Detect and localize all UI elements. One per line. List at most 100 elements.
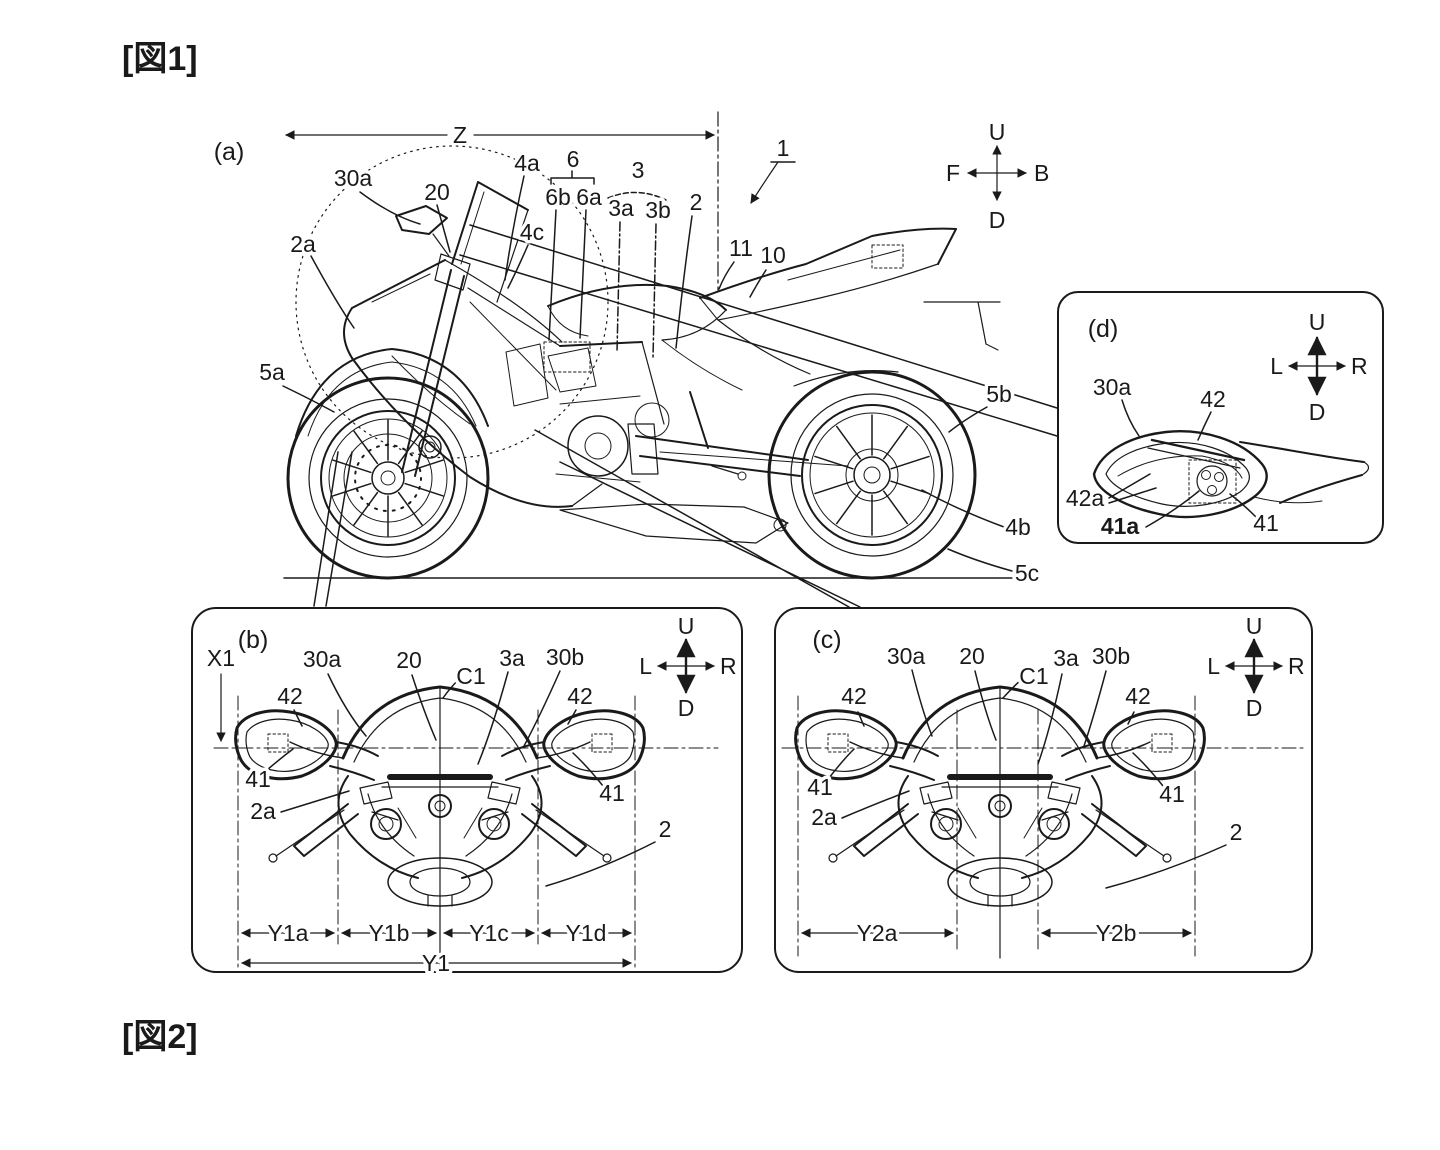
label-41-right: 41 xyxy=(1159,781,1185,807)
dimension-y1b: Y1b xyxy=(369,920,410,946)
orientation-compass-b: U D L R xyxy=(636,610,740,725)
label-20: 20 xyxy=(424,179,450,205)
dimension-z-label: Z xyxy=(453,122,467,148)
label-2: 2 xyxy=(690,189,703,215)
x1-reference: X1 xyxy=(203,642,239,742)
view-cone-lines xyxy=(313,224,1058,608)
label-3b: 3b xyxy=(645,197,671,223)
label-2a: 2a xyxy=(290,231,316,257)
panel-b-border xyxy=(191,607,743,973)
panel-c-dimensions: Y2a Y2b xyxy=(801,917,1192,950)
label-x1: X1 xyxy=(207,645,235,671)
label-42-left: 42 xyxy=(277,683,303,709)
compass-right: R xyxy=(1288,653,1305,679)
label-1: 1 xyxy=(777,135,790,161)
label-6: 6 xyxy=(567,146,580,172)
label-4c: 4c xyxy=(520,219,544,245)
compass-down: D xyxy=(1309,399,1326,425)
panel-a-tag: (a) xyxy=(214,138,245,166)
label-42-right: 42 xyxy=(1125,683,1151,709)
dimension-y1: Y1 xyxy=(422,950,450,976)
motorcycle-side-view-drawing xyxy=(283,145,1013,580)
fuel-tank xyxy=(547,283,727,341)
label-30a: 30a xyxy=(303,646,342,672)
panel-b-construction-lines xyxy=(213,687,719,969)
label-42-right: 42 xyxy=(567,683,593,709)
compass-left: L xyxy=(1207,653,1220,679)
panel-b-front-view: (b) X1 30a 20 xyxy=(191,607,743,980)
label-20: 20 xyxy=(959,643,985,669)
seat-and-tail xyxy=(661,227,1001,391)
label-3a: 3a xyxy=(499,645,525,671)
panel-c-construction-lines xyxy=(781,687,1307,959)
label-41-left: 41 xyxy=(807,774,833,800)
label-42a: 42a xyxy=(1066,485,1105,511)
compass-down: D xyxy=(989,207,1006,233)
swingarm-and-shock xyxy=(627,391,849,477)
panel-d-mirror-detail: (d) 30a 42 42a xyxy=(1057,291,1384,544)
label-20: 20 xyxy=(396,647,422,673)
dimension-z: Z xyxy=(285,119,715,152)
panel-a-labels: 30a 20 2a 4a 4c 6 6b 6a 3 3a 3b 2 11 10 … xyxy=(256,132,1043,590)
label-4b: 4b xyxy=(1005,514,1031,540)
panel-c-labels: 30a 20 C1 3a 30b 42 42 41 41 2a 2 xyxy=(804,640,1246,849)
compass-up: U xyxy=(678,613,695,639)
label-2a: 2a xyxy=(250,798,276,824)
exhaust xyxy=(559,503,789,544)
label-2a: 2a xyxy=(811,804,837,830)
panel-d-labels: 30a 42 42a 41a 41 xyxy=(1062,371,1282,543)
figure-2-title: [図2] xyxy=(122,1018,198,1056)
panel-d-leader-lines xyxy=(1108,399,1258,528)
compass-down: D xyxy=(1246,695,1263,721)
label-30b: 30b xyxy=(546,644,584,670)
panel-c-border xyxy=(774,607,1313,973)
label-c1: C1 xyxy=(1019,663,1048,689)
label-4a: 4a xyxy=(514,150,540,176)
label-5c: 5c xyxy=(1015,560,1039,586)
label-30a: 30a xyxy=(887,643,926,669)
label-c1: C1 xyxy=(456,663,485,689)
mirror xyxy=(395,205,450,257)
label-30a: 30a xyxy=(334,165,373,191)
orientation-compass-d: U D L R xyxy=(1267,306,1371,429)
panel-b-tag: (b) xyxy=(238,626,269,654)
front-wheel xyxy=(286,376,490,580)
label-41-right: 41 xyxy=(599,780,625,806)
compass-right: R xyxy=(720,653,737,679)
panel-b-labels: 30a 20 C1 3a 30b 42 42 41 41 2a 2 xyxy=(242,641,675,846)
compass-front: F xyxy=(946,160,960,186)
rear-dotted-rect xyxy=(871,244,904,269)
label-41-left: 41 xyxy=(245,766,271,792)
label-2: 2 xyxy=(659,816,672,842)
dimension-y2a: Y2a xyxy=(857,920,898,946)
compass-left: L xyxy=(639,653,652,679)
label-3: 3 xyxy=(632,157,645,183)
label-3a: 3a xyxy=(1053,645,1079,671)
compass-left: L xyxy=(1270,353,1283,379)
front-fairing xyxy=(343,259,603,508)
mirror-detail-drawing xyxy=(1092,430,1370,519)
label-6b: 6b xyxy=(545,184,571,210)
compass-up: U xyxy=(989,119,1006,145)
label-30b: 30b xyxy=(1092,643,1130,669)
figure-1-title: [図1] xyxy=(122,40,198,78)
panel-b-leader-lines xyxy=(266,670,656,887)
engine-and-frame xyxy=(467,287,747,483)
dimension-y1a: Y1a xyxy=(268,920,309,946)
panel-a-leader-lines xyxy=(282,161,1013,572)
panel-a-side-view: (a) Z xyxy=(210,111,1058,608)
label-5a: 5a xyxy=(259,359,285,385)
orientation-compass-c: U D L R xyxy=(1204,610,1308,725)
label-42-left: 42 xyxy=(841,683,867,709)
label-41: 41 xyxy=(1253,510,1279,536)
compass-up: U xyxy=(1309,309,1326,335)
label-3a: 3a xyxy=(608,195,634,221)
label-42: 42 xyxy=(1200,386,1226,412)
label-10: 10 xyxy=(760,242,786,268)
panel-b-dimensions: Y1a Y1b Y1c Y1d Y1 xyxy=(241,917,632,980)
unit-location-dotted-rect xyxy=(543,341,591,373)
panel-d-border xyxy=(1057,291,1384,544)
panel-c-tag: (c) xyxy=(812,626,841,654)
